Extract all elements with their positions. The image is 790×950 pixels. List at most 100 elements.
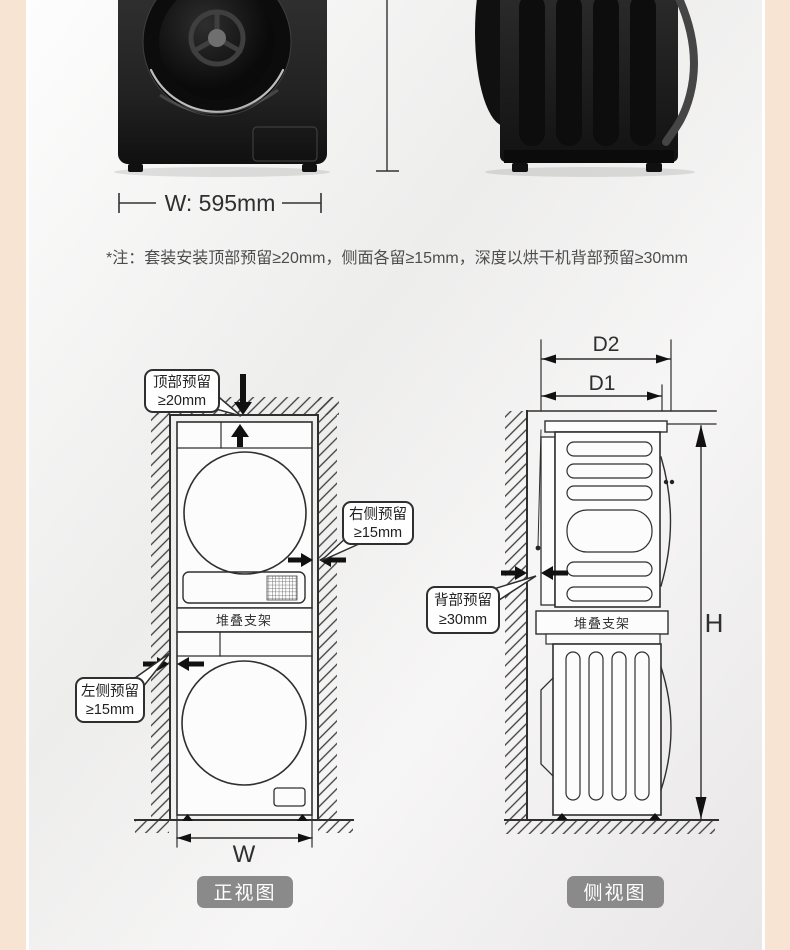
w-dim-label: W	[233, 841, 256, 868]
drain-hose	[662, 0, 698, 146]
front-left-foot	[128, 164, 143, 172]
stacking-bracket-side-label: 堆叠支架	[574, 616, 630, 631]
side-photo-shadow	[485, 167, 695, 177]
washer-vslot-2	[588, 651, 604, 801]
back-callout-box	[426, 586, 500, 634]
inner-gap-arrow-shaft	[237, 437, 243, 447]
dryer-slot-1	[566, 441, 653, 457]
inner-gap-arrow-head	[231, 424, 249, 437]
page-border-left	[0, 0, 26, 950]
page-border-left-line	[26, 0, 29, 950]
floor-hatch-left	[135, 820, 169, 833]
washer-foot-right	[297, 814, 308, 821]
washer-side-foot-right	[649, 813, 661, 820]
right-callout-line2: ≥15mm	[354, 525, 402, 541]
d1-label: D1	[589, 372, 616, 395]
dryer-slot-4	[566, 561, 653, 577]
top-callout-line2: ≥20mm	[158, 393, 206, 409]
page-border-right	[765, 0, 790, 950]
wall-hatch-left	[151, 397, 170, 820]
back-wall-hatch	[505, 411, 527, 820]
front-photo	[114, 0, 330, 177]
h-label: H	[705, 608, 724, 638]
side-groove-3	[593, 0, 619, 146]
w-arrow-left	[177, 833, 191, 843]
side-photo	[475, 0, 698, 177]
dryer-slot-3	[566, 485, 653, 501]
door-hinge-dot-2	[669, 479, 675, 485]
width-dim-label: W: 595mm	[165, 190, 276, 216]
wall-hatch-right	[318, 397, 337, 820]
alcove-wall-line	[169, 414, 319, 821]
d1-arrow-right	[647, 391, 661, 401]
left-callout-line1: 左侧预留	[81, 683, 139, 700]
right-callout-box	[342, 501, 414, 545]
side-view-badge-label: 侧视图	[583, 882, 646, 904]
right-gap-arrow-shaft-out	[331, 557, 346, 563]
ground-hatch	[505, 820, 715, 834]
photo-height-dim	[376, 0, 399, 172]
side-groove-4	[630, 0, 656, 146]
d2-arrow-right	[656, 354, 670, 364]
stacking-bracket-label: 堆叠支架	[216, 613, 272, 628]
side-view-diagram: D2 D1 堆叠支架	[426, 333, 724, 908]
door-glass	[159, 0, 275, 100]
side-groove-2	[556, 0, 582, 146]
w-arrow-right	[298, 833, 312, 843]
washer-vslot-1	[565, 651, 581, 801]
dryer-side-body	[554, 431, 661, 608]
side-view-badge	[567, 876, 664, 908]
washer-vslot-3	[611, 651, 627, 801]
front-right-foot	[302, 164, 317, 172]
left-gap-arrow-in	[177, 657, 189, 671]
left-gap-arrow-shaft-out	[143, 661, 157, 667]
dryer-side-top	[544, 420, 668, 433]
back-gap-arrow-in	[541, 566, 553, 580]
top-gap-arrow-down	[234, 402, 252, 415]
front-view-badge-label: 正视图	[213, 882, 276, 904]
dryer-slot-5	[566, 586, 653, 602]
washer-back-bump	[540, 677, 554, 777]
door-ring-highlight	[149, 68, 285, 113]
top-gap-arrow-shaft	[240, 374, 246, 402]
front-photo-shadow	[114, 167, 330, 177]
washer-foot-left	[182, 814, 193, 821]
top-callout-box	[144, 369, 220, 413]
front-bottom-panel	[252, 126, 318, 162]
floor-hatch-right	[318, 820, 353, 833]
side-groove-1	[519, 0, 545, 146]
dryer-vent-grille	[266, 575, 298, 601]
d2-arrow-left	[542, 354, 556, 364]
washer-door-circle	[181, 660, 307, 786]
front-view-badge	[197, 876, 293, 908]
h-arrow-top	[695, 425, 707, 447]
top-callout-line1: 顶部预留	[153, 374, 211, 391]
install-note: *注：套装安装顶部预留≥20mm，侧面各留≥15mm，深度以烘干机背部预留≥30…	[106, 249, 688, 267]
back-gap-arrow-out	[515, 566, 527, 580]
h-arrow-bottom	[695, 797, 707, 819]
washer-side-body	[552, 643, 662, 816]
back-callout-line1: 背部预留	[434, 592, 492, 609]
left-callout-box	[75, 677, 145, 723]
page-border-right-line	[762, 0, 765, 950]
washer-side-door-arc	[660, 666, 672, 791]
right-callout-line1: 右侧预留	[349, 506, 407, 523]
right-gap-arrow-in	[301, 553, 313, 567]
drum-cap	[208, 29, 226, 47]
side-right-foot	[646, 163, 662, 172]
left-gap-arrow-shaft-in	[189, 661, 204, 667]
dryer-bottom-panel	[182, 571, 306, 604]
dryer-slot-big	[566, 509, 653, 553]
washer-side-foot-left	[556, 813, 568, 820]
d1-arrow-left	[542, 391, 556, 401]
front-view-diagram: 堆叠支架 顶部预留 ≥20mm 右侧预留 ≥15mm	[75, 369, 414, 908]
bracket-lip	[545, 633, 661, 645]
dryer-side-door-arc	[660, 456, 672, 587]
left-callout-line2: ≥15mm	[86, 702, 134, 718]
photo-width-dim: W: 595mm	[118, 190, 322, 216]
washer-vslot-4	[634, 651, 650, 801]
back-gap-arrow-shaft-out	[501, 570, 515, 576]
d2-label: D2	[593, 333, 620, 356]
